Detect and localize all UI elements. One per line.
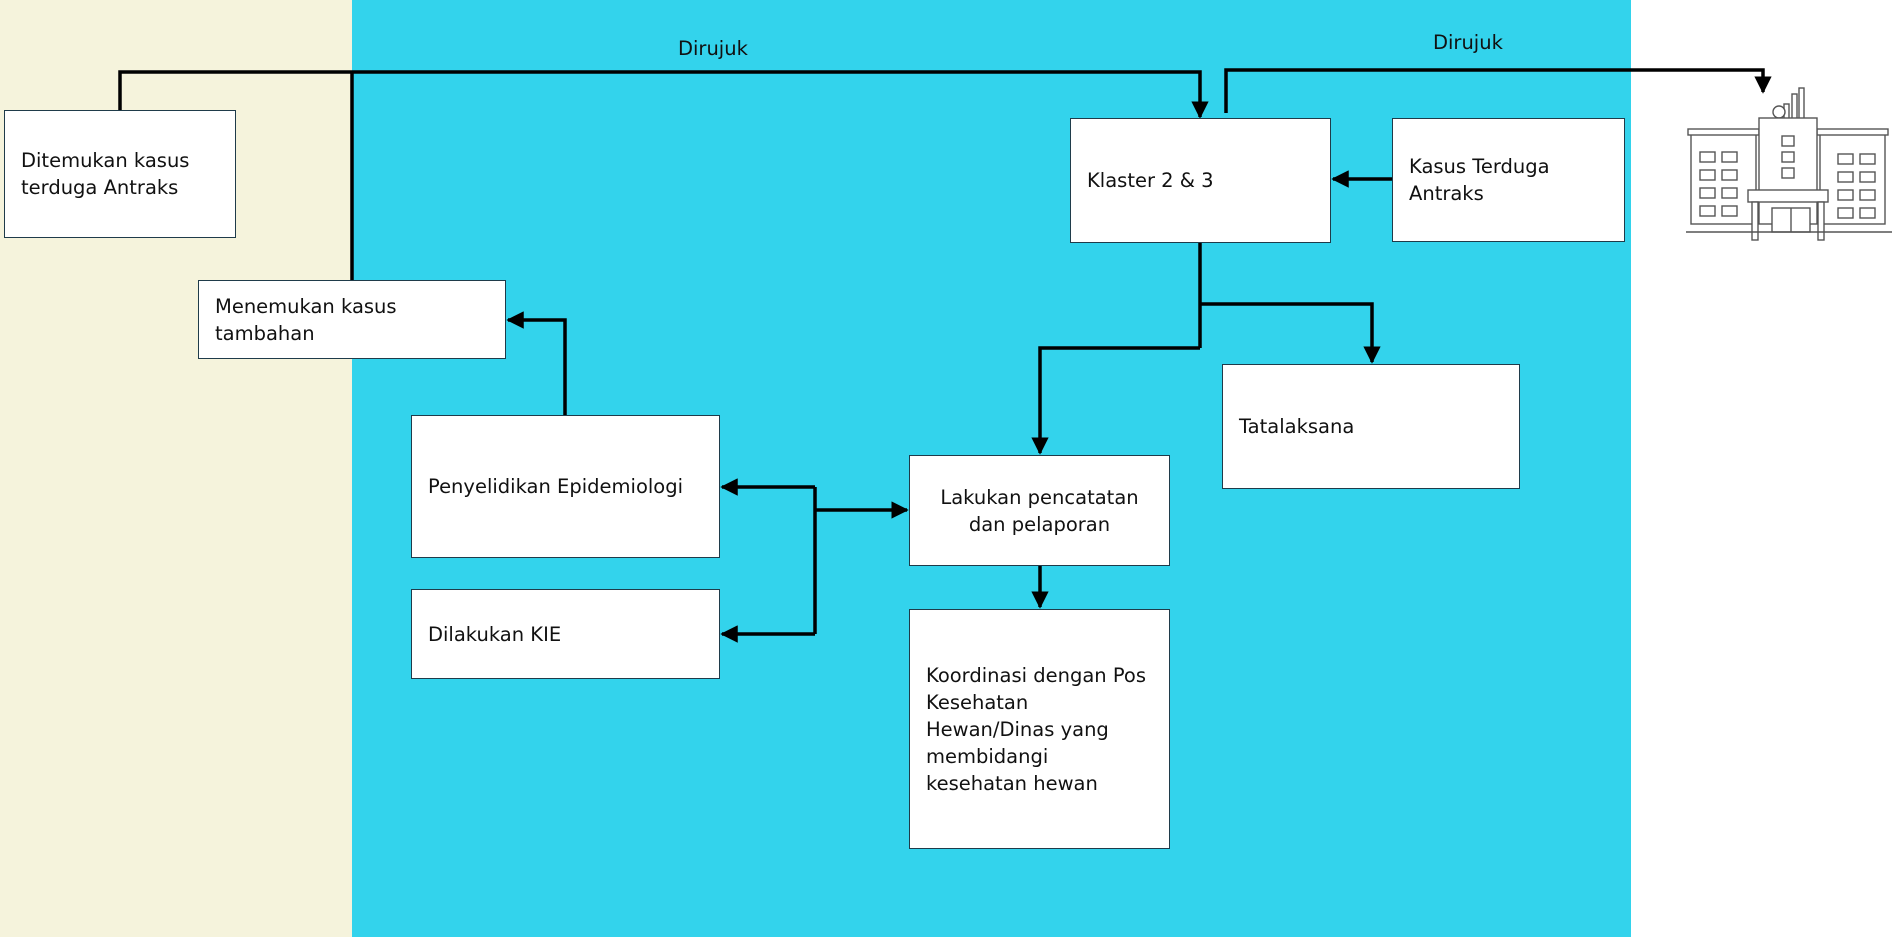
arrow-klaster-to-tatalaksana	[1200, 302, 1381, 364]
arrow-klaster-to-lakukan	[1031, 346, 1200, 455]
box-menemukan-kasus-tambahan: Menemukan kasus tambahan	[198, 280, 506, 359]
box-klaster: Klaster 2 & 3	[1070, 118, 1331, 243]
box-tatalaksana-text: Tatalaksana	[1239, 415, 1355, 438]
box-menemukan-kasus-tambahan-text: Menemukan kasus tambahan	[215, 294, 397, 345]
box-ditemukan-kasus: Ditemukan kasus terduga Antraks	[4, 110, 236, 238]
label-dirujuk-left: Dirujuk	[678, 37, 748, 60]
arrow-penyelidikan-to-menemukan	[506, 311, 567, 415]
box-penyelidikan-epidemiologi-text: Penyelidikan Epidemiologi	[428, 475, 684, 498]
box-lakukan-pencatatan: Lakukan pencatatan dan pelaporan	[909, 455, 1170, 566]
box-penyelidikan-epidemiologi: Penyelidikan Epidemiologi	[411, 415, 720, 558]
box-lakukan-pencatatan-text: Lakukan pencatatan dan pelaporan	[940, 485, 1139, 536]
box-tatalaksana: Tatalaksana	[1222, 364, 1520, 489]
arrow-klaster-to-hospital	[1224, 68, 1772, 113]
box-kasus-terduga-text: Kasus Terduga Antraks	[1409, 155, 1550, 205]
box-kasus-terduga: Kasus Terduga Antraks	[1392, 118, 1625, 242]
box-klaster-text: Klaster 2 & 3	[1087, 169, 1214, 192]
hospital-building-icon	[1686, 87, 1892, 241]
box-koordinasi-text: Koordinasi dengan Pos Kesehatan Hewan/Di…	[926, 664, 1147, 795]
arrow-ditemukan-to-klaster	[118, 70, 1209, 119]
box-koordinasi: Koordinasi dengan Pos Kesehatan Hewan/Di…	[909, 609, 1170, 849]
box-dilakukan-kie-text: Dilakukan KIE	[428, 622, 562, 646]
box-ditemukan-kasus-text: Ditemukan kasus terduga Antraks	[21, 149, 190, 199]
label-dirujuk-right: Dirujuk	[1433, 31, 1503, 54]
box-dilakukan-kie: Dilakukan KIE	[411, 589, 720, 679]
